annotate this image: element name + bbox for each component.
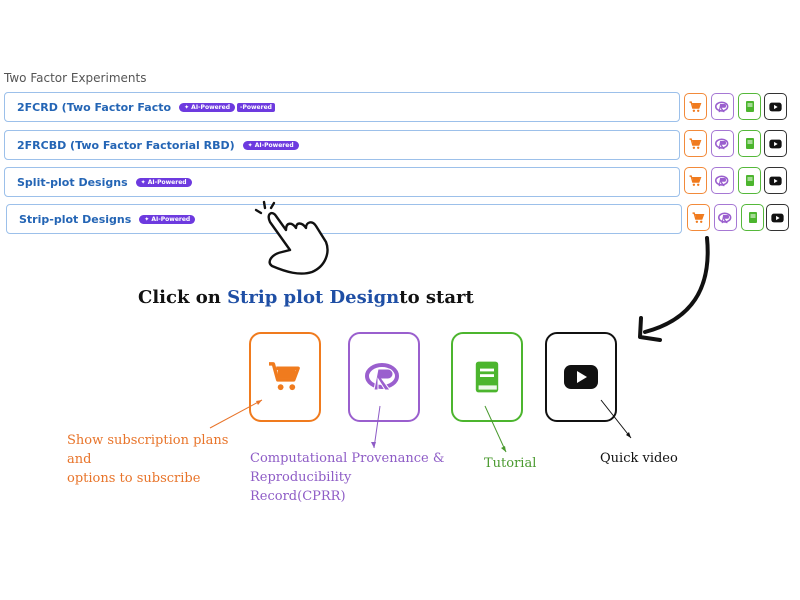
section-title: Two Factor Experiments [4,71,147,85]
r-icon [365,363,399,391]
cart-button-row-3[interactable] [684,167,707,194]
design-row-2frcbd[interactable]: 2FRCBD (Two Factor Factorial RBD) ✦ AI-P… [4,130,680,160]
cart-caption: Show subscription plans and options to s… [67,431,247,488]
r-icon [715,137,730,150]
cprr-button-row-4[interactable] [714,204,737,231]
r-icon [718,211,733,224]
book-icon [745,137,755,150]
legend-cart-box [249,332,321,422]
cart-button-row-4[interactable] [687,204,710,231]
ai-powered-badge: ✦ AI-Powered [139,214,196,224]
cart-icon [692,211,705,224]
instruction-text: Click on Strip plot Designto start [138,287,474,308]
pointing-hand-icon [254,200,329,275]
cart-icon [689,137,702,150]
r-caption-line1: Computational Provenance & [250,451,445,466]
row-title: Strip-plot Designs [19,212,132,226]
cprr-button-row-1[interactable] [711,93,734,120]
caption-pointer-lines [209,399,632,453]
ai-powered-badge: ✦ AI-Powered [242,140,299,150]
tutorial-button-row-3[interactable] [738,167,761,194]
legend-r-box [348,332,420,422]
video-button-row-4[interactable] [766,204,789,231]
row-title: 2FCRD (Two Factor Facto [17,100,172,114]
legend-book-box [451,332,523,422]
cart-icon [689,100,702,113]
cart-button-row-1[interactable] [684,93,707,120]
book-icon [745,174,755,187]
instruction-highlight: Strip plot Design [227,287,400,308]
design-row-split-plot[interactable]: Split-plot Designs ✦ AI-Powered [4,167,680,197]
ai-powered-badge-fragment: -Powered [237,102,275,112]
r-icon [715,100,730,113]
r-caption: Computational Provenance & Reproducibili… [250,449,450,506]
row-title: 2FRCBD (Two Factor Factorial RBD) [17,138,235,152]
cart-button-row-2[interactable] [684,130,707,157]
youtube-icon [769,139,782,149]
youtube-icon [769,176,782,186]
tutorial-button-row-4[interactable] [741,204,764,231]
cprr-button-row-2[interactable] [711,130,734,157]
design-row-2fcrd[interactable]: 2FCRD (Two Factor Facto ✦ AI-Powered -Po… [4,92,680,122]
cprr-button-row-3[interactable] [711,167,734,194]
book-icon [748,211,758,224]
tutorial-button-row-1[interactable] [738,93,761,120]
youtube-icon [769,102,782,112]
instruction-prefix: Click on [138,287,228,308]
video-button-row-3[interactable] [764,167,787,194]
cart-caption-line2: options to subscribe [67,471,201,486]
row-title: Split-plot Designs [17,175,128,189]
youtube-caption: Quick video [600,451,678,466]
video-button-row-2[interactable] [764,130,787,157]
ai-powered-badge: ✦ AI-Powered [179,102,235,112]
cart-icon [269,362,300,391]
book-caption: Tutorial [484,456,537,471]
book-icon [475,361,499,393]
tutorial-button-row-2[interactable] [738,130,761,157]
cart-caption-line1: Show subscription plans and [67,433,229,467]
book-icon [745,100,755,113]
video-button-row-1[interactable] [764,93,787,120]
design-row-strip-plot[interactable]: Strip-plot Designs ✦ AI-Powered [6,204,682,234]
instruction-suffix: to start [399,287,474,308]
curved-arrow-icon [638,236,710,342]
r-caption-line2: Reproducibility Record(CPRR) [250,470,352,504]
youtube-icon [564,365,598,389]
r-icon [715,174,730,187]
youtube-icon [771,213,784,223]
legend-youtube-box [545,332,617,422]
cart-icon [689,174,702,187]
ai-powered-badge: ✦ AI-Powered [135,177,192,187]
